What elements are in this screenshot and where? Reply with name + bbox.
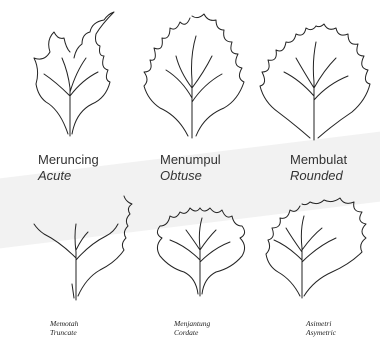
leaf-cordate-drawing [140,188,266,308]
label-truncate: Truncate [50,328,77,337]
label-cordate: Cordate [174,328,198,337]
leaf-cordate-figure: Menjantung Cordate [140,188,266,358]
leaf-obtuse-drawing [132,0,258,150]
leaf-truncate-drawing [10,188,136,308]
label-menjantung: Menjantung [174,319,210,328]
label-meruncing: Meruncing [38,152,99,167]
label-rounded: Rounded [290,168,343,183]
leaf-obtuse-figure: Menumpul Obtuse [132,0,258,170]
label-asimetri: Asimetri [306,319,331,328]
label-acute: Acute [38,168,71,183]
leaf-rounded-drawing [254,0,380,150]
label-menumpul: Menumpul [160,152,221,167]
leaf-truncate-figure: Memotah Truncate [10,188,136,358]
label-asymetric: Asymetric [306,328,336,337]
leaf-acute-figure: Meruncing Acute [10,0,136,170]
leaf-acute-drawing [10,0,136,150]
label-membulat: Membulat [290,152,347,167]
leaf-asymmetric-drawing [262,188,380,308]
leaf-rounded-figure: Membulat Rounded [254,0,380,170]
leaf-asymmetric-figure: Asimetri Asymetric [262,188,380,358]
label-obtuse: Obtuse [160,168,202,183]
label-memotah: Memotah [50,319,78,328]
